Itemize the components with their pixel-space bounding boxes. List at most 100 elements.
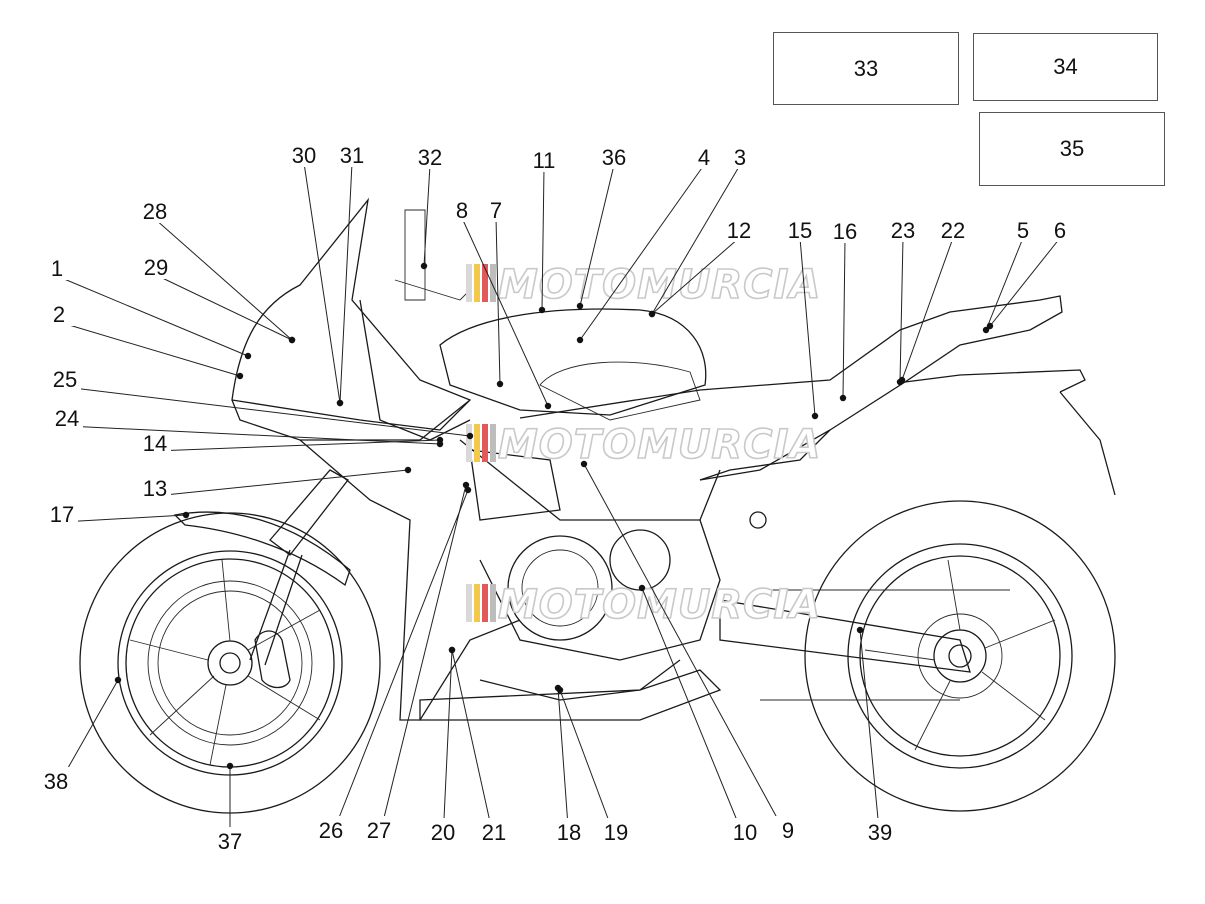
callout-dot-37 — [226, 762, 234, 770]
callout-label-bg — [887, 216, 919, 242]
callout-label-16: 16 — [833, 219, 857, 244]
callout-label-bg — [1007, 216, 1039, 242]
callout-label-31: 31 — [340, 143, 364, 168]
callout-label-bg — [446, 196, 478, 222]
callout-label-bg — [427, 818, 459, 844]
callout-label-27: 27 — [367, 818, 391, 843]
callout-label-bg — [363, 816, 395, 842]
callout-label-5: 5 — [1017, 218, 1029, 243]
callout-dot-16 — [839, 394, 847, 402]
watermark-top: MOTOMURCIA — [466, 261, 821, 309]
callout-dot-32 — [420, 262, 428, 270]
callout-dot-25 — [466, 432, 474, 440]
callout-dot-26 — [464, 486, 472, 494]
callout-label-36: 36 — [602, 145, 626, 170]
callout-label-bg — [336, 141, 368, 167]
callout-label-bg — [41, 254, 73, 280]
watermark-bottom: MOTOMURCIA — [466, 581, 821, 629]
callout-leader-11 — [541, 167, 545, 311]
callout-leader-15 — [799, 237, 816, 417]
callout-label-28: 28 — [143, 199, 167, 224]
watermark-text: MOTOMURCIA — [498, 422, 821, 468]
callout-dot-8 — [544, 402, 552, 410]
callout-label-bg — [139, 197, 171, 223]
callout-dot-38 — [114, 676, 122, 684]
belly-pan — [419, 669, 722, 721]
callout-dot-29 — [288, 336, 296, 344]
callout-label-bg — [214, 827, 246, 853]
callout-dot-24 — [436, 440, 444, 448]
callout-label-bg — [140, 253, 172, 279]
callout-label-30: 30 — [292, 143, 316, 168]
callout-dot-15 — [811, 412, 819, 420]
callout-leader-1 — [56, 275, 249, 357]
callout-leader-26 — [330, 489, 469, 839]
bodywork — [231, 197, 1116, 721]
callout-label-37: 37 — [218, 829, 242, 854]
callout-dot-7 — [496, 380, 504, 388]
callout-label-14: 14 — [143, 431, 167, 456]
callout-dot-6 — [986, 322, 994, 330]
callout-label-8: 8 — [456, 198, 468, 223]
callout-label-bg — [40, 767, 72, 793]
callout-label-bg — [480, 196, 512, 222]
callout-label-bg — [864, 818, 896, 844]
callout-label-bg — [288, 141, 320, 167]
callout-label-4: 4 — [698, 145, 710, 170]
callout-leader-18 — [557, 687, 570, 841]
callout-dot-36 — [576, 302, 584, 310]
callout-leader-19 — [559, 689, 617, 841]
callout-dot-4 — [576, 336, 584, 344]
callout-label-18: 18 — [557, 820, 581, 845]
callout-dot-12 — [648, 310, 656, 318]
callout-label-26: 26 — [319, 818, 343, 843]
callout-leader-13 — [154, 469, 409, 497]
callout-leader-10 — [641, 587, 746, 841]
callout-label-17: 17 — [50, 502, 74, 527]
callout-leader-28 — [154, 218, 293, 341]
callout-leader-4 — [579, 164, 705, 341]
callout-leader-21 — [451, 649, 495, 841]
callout-label-bg — [553, 818, 585, 844]
part-box-35: 35 — [979, 112, 1165, 186]
watermark-text: MOTOMURCIA — [498, 582, 821, 628]
callout-dot-27 — [462, 481, 470, 489]
callout-label-bg — [51, 404, 83, 430]
callout-label-12: 12 — [727, 218, 751, 243]
callout-leader-36 — [579, 164, 615, 307]
callout-label-10: 10 — [733, 820, 757, 845]
callout-dot-23 — [896, 378, 904, 386]
callout-dot-9 — [580, 460, 588, 468]
callout-label-23: 23 — [891, 218, 915, 243]
callout-label-9: 9 — [782, 818, 794, 843]
callout-label-bg — [784, 216, 816, 242]
callout-leader-17 — [61, 514, 187, 523]
callout-label-bg — [139, 474, 171, 500]
callout-leader-12 — [651, 237, 740, 315]
callout-label-bg — [528, 146, 560, 172]
callout-label-bg — [315, 816, 347, 842]
callout-dot-10 — [638, 584, 646, 592]
callout-leader-30 — [303, 162, 341, 404]
callout-dot-39 — [856, 626, 864, 634]
callout-label-6: 6 — [1054, 218, 1066, 243]
callout-label-3: 3 — [734, 145, 746, 170]
front-fork — [173, 469, 351, 666]
callout-dot-31 — [336, 399, 344, 407]
callout-leader-7 — [495, 217, 501, 385]
callout-leader-3 — [651, 164, 741, 315]
callout-label-bg — [729, 818, 761, 844]
callout-label-bg — [724, 143, 756, 169]
callout-leader-24 — [66, 425, 441, 445]
callout-label-32: 32 — [418, 145, 442, 170]
callout-label-bg — [414, 143, 446, 169]
callout-label-2: 2 — [53, 302, 65, 327]
callout-leader-39 — [859, 629, 881, 841]
part-box-34: 34 — [973, 33, 1158, 101]
callout-dot-11 — [538, 306, 546, 314]
callout-dot-1 — [244, 352, 252, 360]
callout-label-bg — [478, 818, 510, 844]
callout-label-22: 22 — [941, 218, 965, 243]
